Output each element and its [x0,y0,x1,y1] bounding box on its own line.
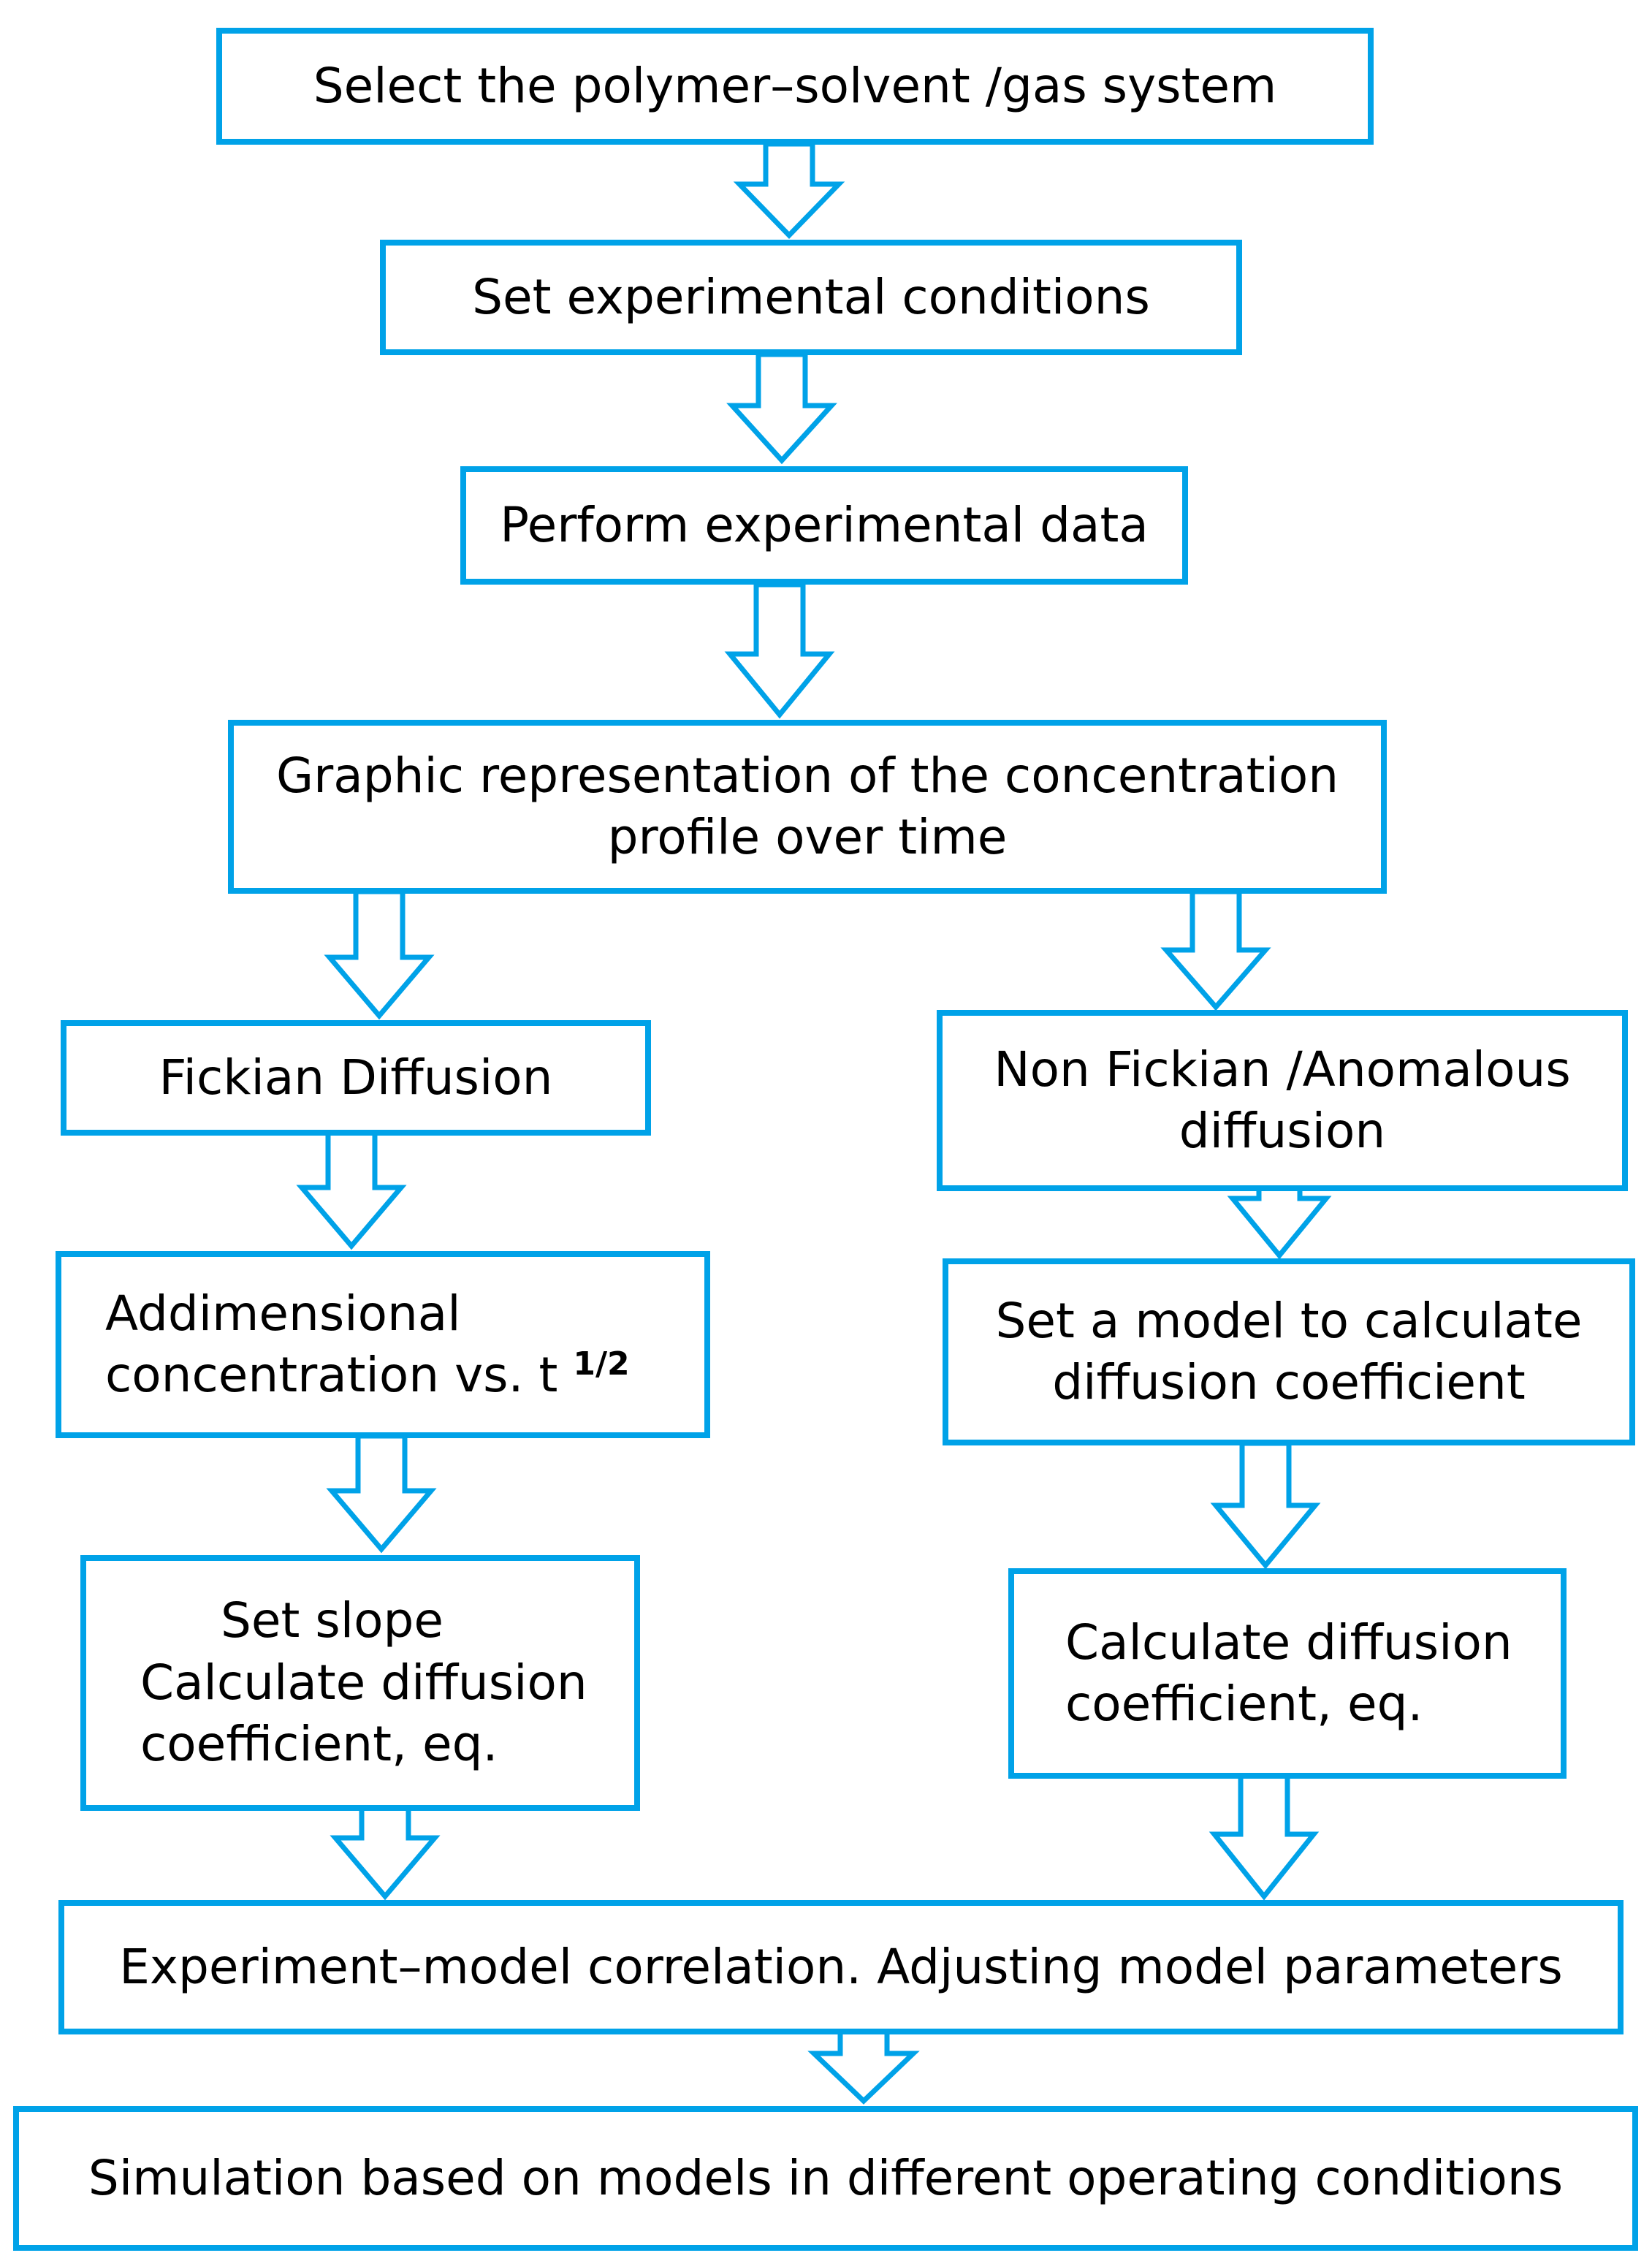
step-select-system: Select the polymer–solvent /gas system [216,28,1374,145]
step-graphic-representation: Graphic representation of the concentrat… [228,720,1387,894]
step-calc-line2: coefficient, eq. [1065,1676,1423,1732]
step-addimensional-line2: concentration vs. t [105,1347,558,1403]
arrow-setslope-to-correlation [330,1804,441,1901]
step-nonfickian-line1: Non Fickian /Anomalous [994,1041,1571,1098]
arrow-graphic-to-fickian [324,889,435,1020]
step-nonfickian-diffusion: Non Fickian /Anomalous diffusion [937,1010,1628,1191]
step-set-slope-line2: Calculate diffusion [140,1654,587,1711]
step-perform-data-text: Perform experimental data [500,496,1149,553]
step-addimensional-line1: Addimensional [105,1285,461,1342]
step-experiment-model-correlation: Experiment–model correlation. Adjusting … [58,1900,1624,2034]
arrow-addimensional-to-setslope [326,1433,437,1554]
step-nonfickian-line2: diffusion [1179,1103,1386,1159]
arrow-setmodel-to-calc [1210,1440,1321,1570]
step-set-model-line1: Set a model to calculate [995,1292,1583,1349]
step-select-system-text: Select the polymer–solvent /gas system [313,57,1277,114]
arrow-calc-to-correlation [1208,1773,1320,1901]
step-set-slope-line3: coefficient, eq. [140,1716,498,1773]
step-correlation-text: Experiment–model correlation. Adjusting … [119,1938,1563,1995]
step-addimensional-concentration: Addimensional concentration vs. t 1/2 [56,1251,710,1438]
step-fickian-diffusion: Fickian Diffusion [61,1020,651,1136]
step-calculate-diffusion: Calculate diffusion coefficient, eq. [1008,1568,1567,1779]
step-fickian-text: Fickian Diffusion [159,1049,553,1106]
step-set-conditions: Set experimental conditions [380,240,1242,355]
arrow-select-to-conditions [733,141,845,240]
arrow-nonfickian-to-setmodel [1227,1185,1332,1260]
step-set-slope: Set slope Calculate diffusion coefficien… [80,1555,640,1811]
step-set-slope-line1: Set slope [221,1592,444,1649]
step-set-model-line2: diffusion coefficient [1052,1354,1526,1410]
arrow-conditions-to-perform [726,352,837,465]
exponent-superscript: 1/2 [573,1345,630,1383]
step-simulation: Simulation based on models in different … [13,2106,1638,2251]
step-calc-line1: Calculate diffusion [1065,1614,1512,1671]
step-set-model: Set a model to calculate diffusion coeff… [943,1258,1635,1445]
step-simulation-text: Simulation based on models in different … [88,2149,1564,2206]
arrow-fickian-to-addimensional [296,1130,407,1250]
step-addimensional-line2-wrap: concentration vs. t 1/2 [105,1345,630,1406]
arrow-perform-to-graphic [724,582,835,719]
step-set-conditions-text: Set experimental conditions [472,268,1150,325]
step-perform-data: Perform experimental data [460,466,1188,585]
arrow-correlation-to-simulation [807,2029,920,2105]
arrow-graphic-to-nonfickian [1160,889,1271,1011]
step-graphic-line1: Graphic representation of the concentrat… [275,747,1339,804]
step-graphic-line2: profile over time [607,809,1008,865]
